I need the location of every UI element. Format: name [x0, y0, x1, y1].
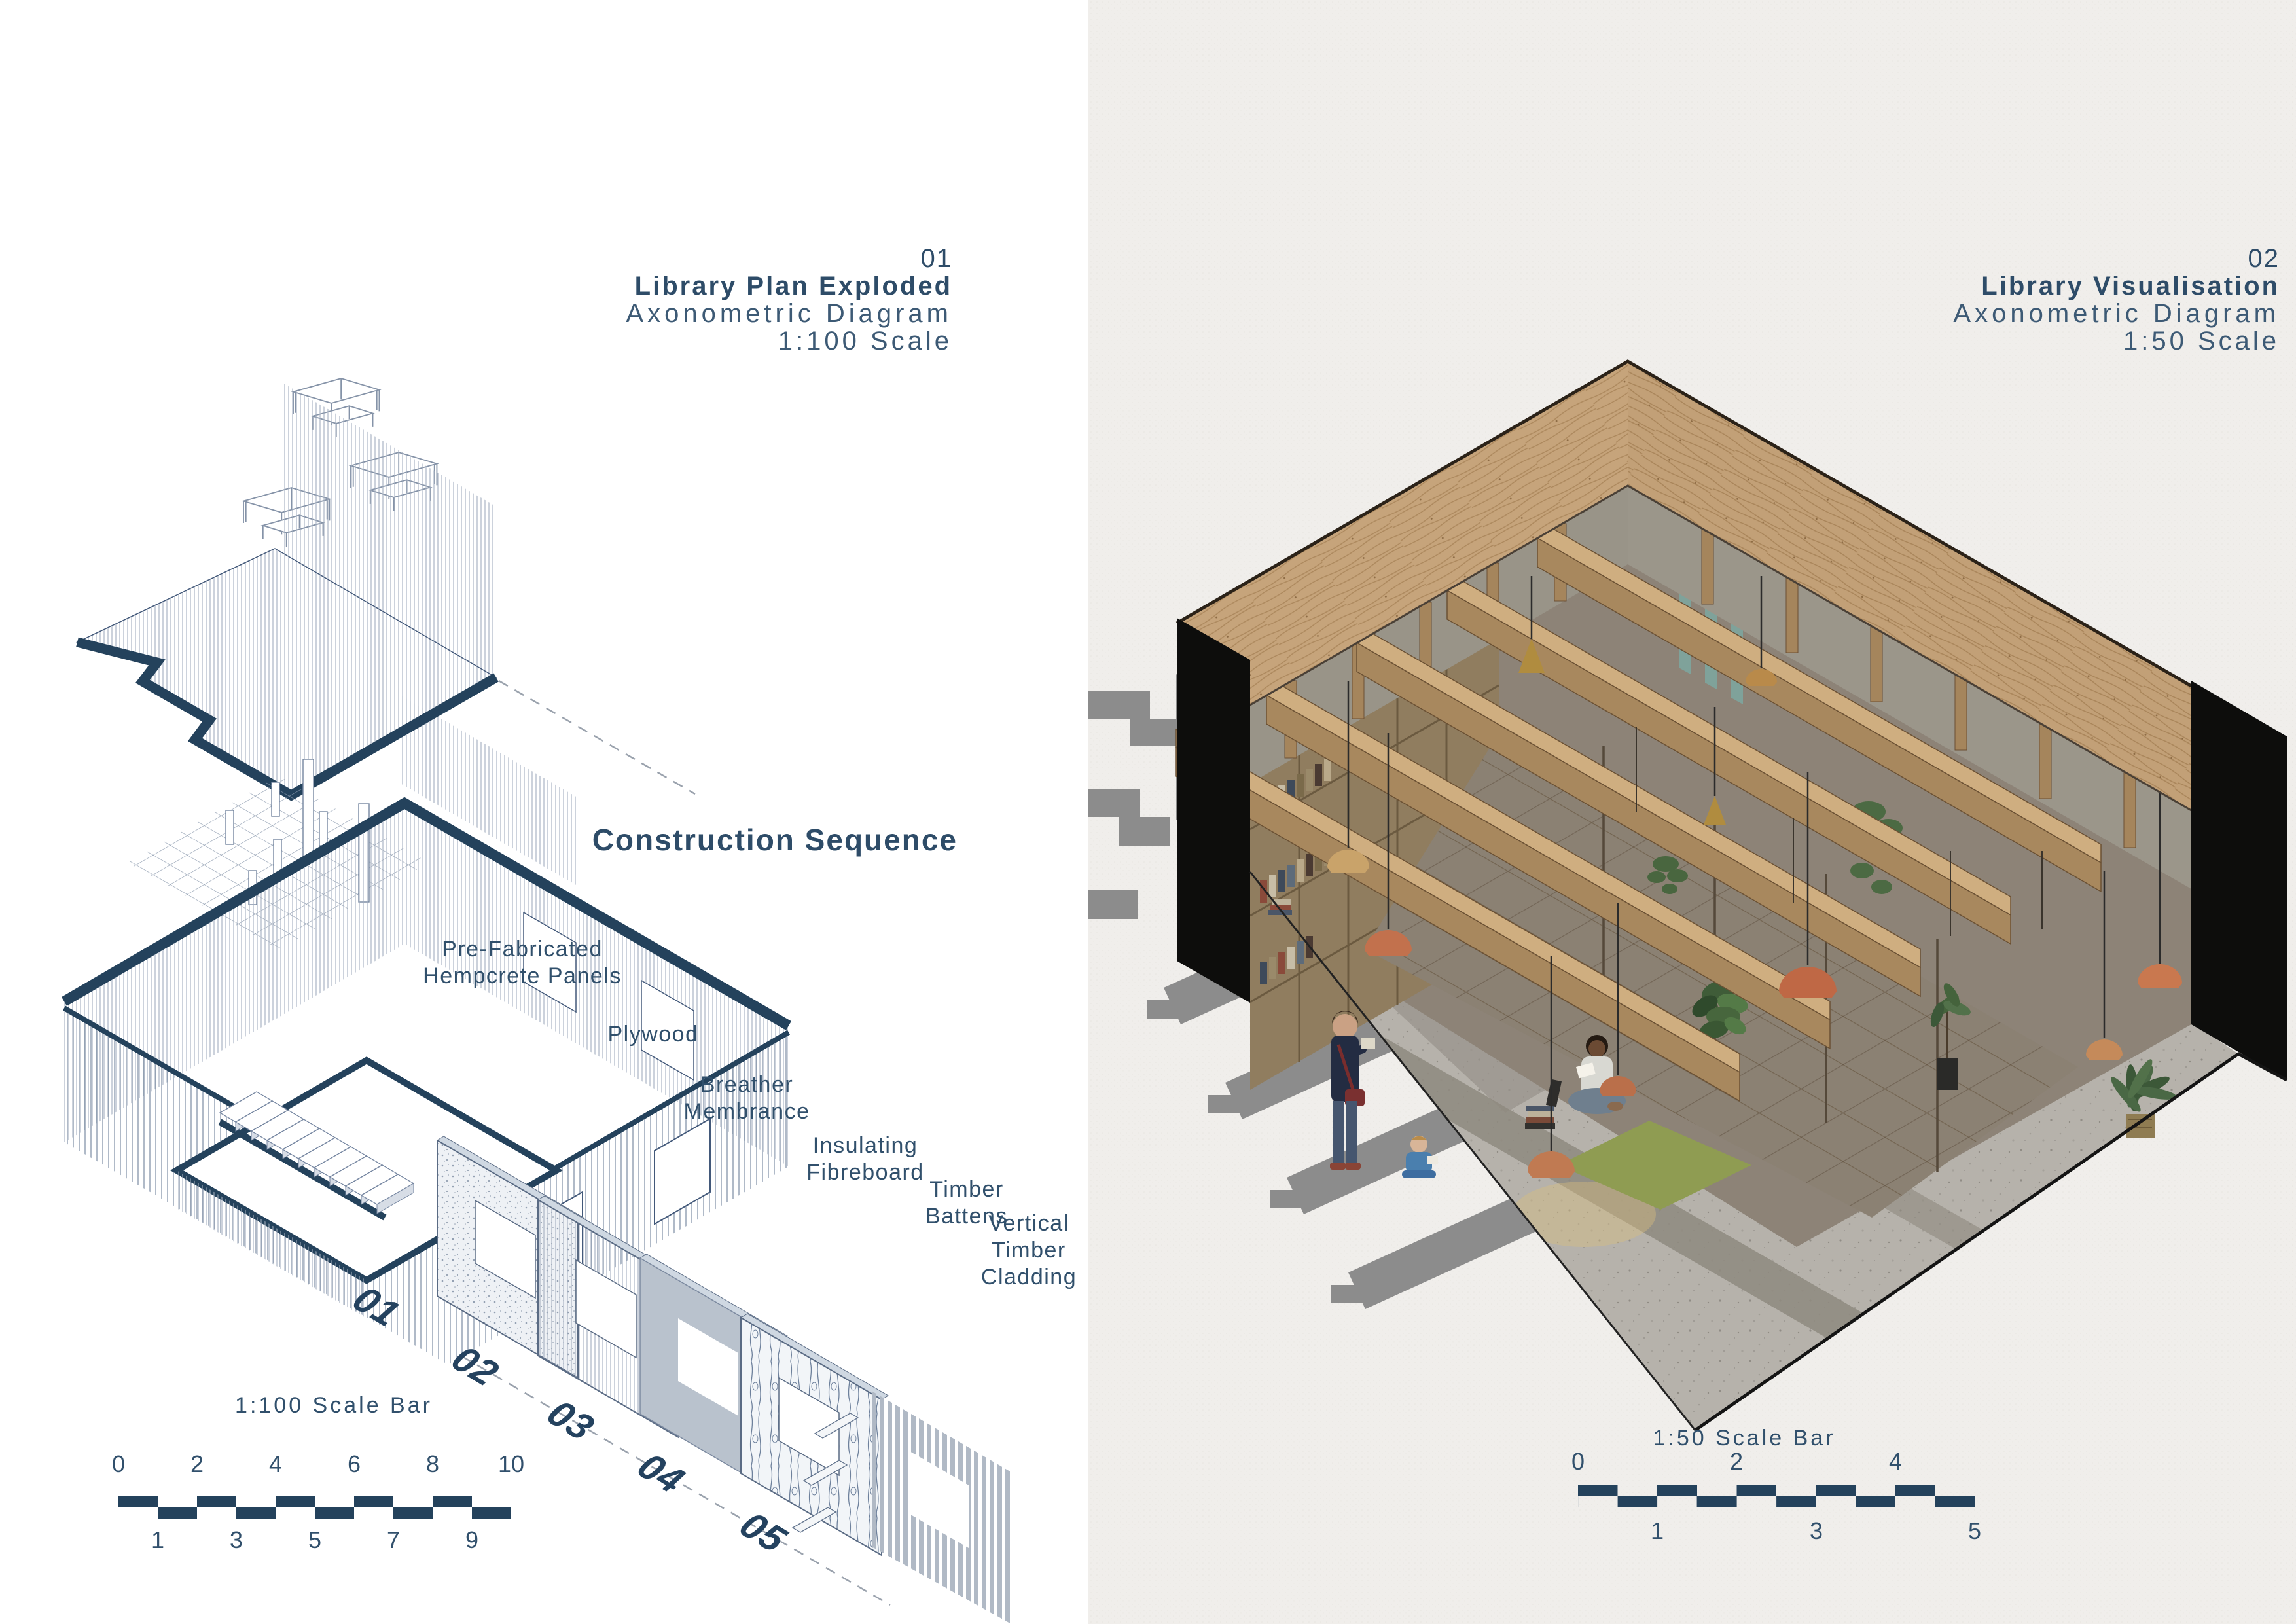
green-rug	[1558, 1121, 1751, 1210]
scale-tick: 3	[1809, 1517, 1823, 1544]
construction-sequence-heading: Construction Sequence	[592, 823, 958, 857]
section-wall-left	[1177, 618, 1250, 1003]
scale-tick: 9	[465, 1526, 479, 1553]
exploded-hatch-screens	[283, 383, 576, 885]
scale-tick: 2	[1729, 1448, 1744, 1475]
brass-cone-lamp	[1704, 796, 1726, 825]
scale-tick: 4	[1888, 1448, 1903, 1475]
drawing-number: 01	[920, 244, 952, 273]
panel-library-plan-exploded: 01 Library Plan Exploded Axonometric Dia…	[0, 0, 1088, 1624]
scale-bar-1-100	[118, 1496, 511, 1519]
brass-cone-lamp	[1518, 639, 1545, 673]
floor-slab-edges	[1249, 871, 2288, 1432]
wall-layer-timber-battens	[791, 1413, 859, 1533]
straw-lamp	[1327, 850, 1369, 873]
scale-tick: 3	[229, 1526, 243, 1553]
panel-library-visualisation: 02 Library Visualisation Axonometric Dia…	[1088, 0, 2296, 1624]
clerestory-right	[1628, 486, 2191, 889]
drawing-name: Library Plan Exploded	[634, 272, 952, 300]
scale-tick: 6	[347, 1451, 361, 1477]
scale-tick: 2	[190, 1451, 204, 1477]
hanger-rods	[1636, 727, 2043, 936]
scale-tick: 5	[1967, 1517, 1982, 1544]
book-stack	[1268, 899, 1292, 915]
wall-layer-fibreboard	[740, 1313, 889, 1557]
standing-reader	[1330, 1011, 1375, 1170]
drawing-type: Axonometric Diagram	[1953, 299, 2280, 328]
terracotta-lamp	[1528, 1151, 1575, 1178]
staircase	[218, 1091, 414, 1221]
book-stack	[1525, 1079, 1562, 1129]
terracotta-lamp	[1600, 1076, 1636, 1096]
drawing-title-01: 01 Library Plan Exploded Axonometric Dia…	[626, 245, 952, 355]
section-wall-right	[2191, 681, 2287, 1080]
terracotta-lamp	[1779, 967, 1837, 998]
scale-bar-title-1-50: 1:50 Scale Bar	[1653, 1426, 1836, 1451]
drawing-title-02: 02 Library Visualisation Axonometric Dia…	[1953, 245, 2280, 355]
drawing-type: Axonometric Diagram	[626, 299, 952, 328]
exploded-axonometric-drawing	[61, 378, 1011, 1624]
sitting-child	[1402, 1136, 1438, 1178]
scale-tick: 8	[425, 1451, 440, 1477]
hanging-plant	[1647, 856, 1688, 894]
drawing-name: Library Visualisation	[1981, 272, 2280, 300]
terracotta-lamp	[2138, 964, 2182, 988]
roof-fascia	[1175, 359, 2193, 812]
terracotta-lamp	[2086, 1039, 2123, 1060]
scale-tick: 1	[1650, 1517, 1664, 1544]
label-plywood: Plywood	[607, 1022, 699, 1047]
library-visualisation-render	[1088, 0, 2296, 1624]
roof-beams	[1175, 518, 2102, 1102]
drawing-number: 02	[2248, 244, 2280, 273]
scale-tick: 0	[1571, 1448, 1585, 1475]
pendant-lamps	[1327, 576, 2182, 1178]
potted-tree	[1930, 983, 1971, 1090]
scale-tick: 4	[268, 1451, 283, 1477]
drawing-scale: 1:50 Scale	[2123, 327, 2280, 355]
palm-plant	[2111, 1059, 2177, 1138]
scale-bar-title-1-100: 1:100 Scale Bar	[235, 1393, 433, 1418]
scale-tick: 0	[111, 1451, 126, 1477]
scale-tick: 7	[386, 1526, 401, 1553]
terracotta-lamp	[1365, 930, 1412, 956]
scale-tick: 1	[151, 1526, 165, 1553]
straw-lamp	[1746, 669, 1777, 686]
scale-bar-1-50	[1578, 1485, 1975, 1507]
scale-tick: 10	[497, 1451, 525, 1477]
wall-layer-timber-cladding	[870, 1390, 1011, 1624]
scale-tick: 5	[308, 1526, 322, 1553]
drawing-scale: 1:100 Scale	[778, 327, 952, 355]
